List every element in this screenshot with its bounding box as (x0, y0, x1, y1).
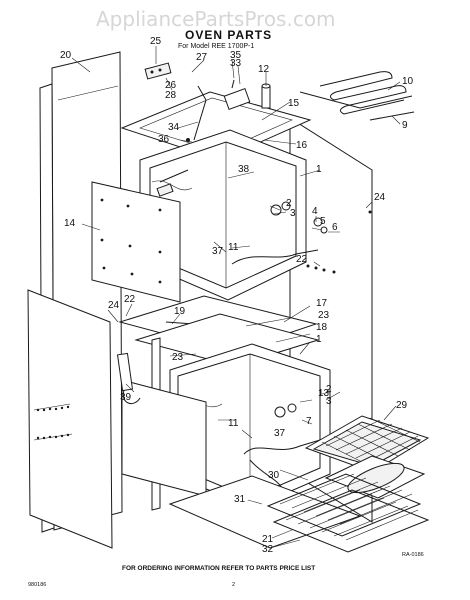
callout-32: 32 (262, 544, 274, 555)
callout-38: 38 (238, 164, 250, 175)
callout-20: 20 (60, 50, 72, 61)
callout-5: 5 (320, 216, 326, 227)
callout-37: 37 (212, 246, 224, 257)
callout-25: 25 (150, 36, 162, 47)
callout-22b: 22 (124, 294, 136, 305)
watermark: AppliancePartsPros.com (96, 7, 336, 31)
callout-1: 1 (316, 164, 322, 175)
part-callouts: 20 25 27 26 28 35 33 12 15 34 36 16 10 9… (60, 36, 414, 555)
callout-3: 3 (290, 208, 296, 219)
callout-24: 24 (374, 192, 386, 203)
wire-clips-upper (306, 264, 336, 274)
callout-4: 4 (312, 206, 318, 217)
callout-13: 13 (318, 388, 330, 399)
callout-19: 19 (174, 306, 186, 317)
callout-1b: 1 (316, 334, 322, 345)
diagram-title: OVEN PARTS (185, 28, 272, 42)
callout-27: 27 (196, 52, 208, 63)
terminal-block (144, 62, 172, 80)
callout-30: 30 (268, 470, 280, 481)
callout-10: 10 (402, 76, 414, 87)
callout-33: 33 (230, 58, 242, 69)
diagram-subtitle: For Model REE 1700P-1 (178, 43, 254, 50)
callout-15: 15 (288, 98, 300, 109)
callout-23b: 23 (172, 352, 184, 363)
callout-37b: 37 (274, 428, 286, 439)
callout-18: 18 (316, 322, 328, 333)
callout-21: 21 (262, 534, 274, 545)
lower-oven-liner (169, 343, 331, 509)
callout-29: 29 (396, 400, 408, 411)
callout-2b: 2 (326, 384, 332, 395)
base-panel (168, 475, 362, 549)
callout-39: 39 (120, 392, 132, 403)
callout-34: 34 (168, 122, 180, 133)
callout-16: 16 (296, 140, 308, 151)
heat-tube (116, 352, 141, 405)
oven-rack-upper (266, 473, 422, 537)
callout-26: 26 (165, 80, 177, 91)
sensor-tube (261, 83, 271, 109)
capillary-tube (193, 85, 207, 141)
page-number: 2 (232, 582, 235, 588)
broil-pan (304, 415, 430, 499)
callout-28: 28 (165, 90, 177, 101)
callout-11b: 11 (228, 418, 239, 429)
callout-22: 22 (296, 254, 308, 265)
leader-lines (71, 46, 401, 549)
callout-17: 17 (316, 298, 328, 309)
upper-oven-wiring (231, 249, 319, 265)
callout-7: 7 (306, 416, 312, 427)
upper-heating-element (319, 71, 407, 115)
callout-9: 9 (402, 120, 408, 131)
ordering-footer: FOR ORDERING INFORMATION REFER TO PARTS … (122, 565, 315, 572)
upper-front-frame (91, 181, 181, 303)
callout-3b: 3 (326, 396, 332, 407)
callout-23: 23 (318, 310, 330, 321)
upper-oven-liner (139, 129, 328, 301)
callout-2: 2 (286, 198, 292, 209)
oven-rack-lower (272, 489, 430, 553)
callout-14: 14 (64, 218, 76, 229)
callout-24b: 24 (108, 300, 120, 311)
vent-holes (36, 405, 70, 440)
callout-12: 12 (258, 64, 270, 75)
callout-36: 36 (158, 134, 170, 145)
callout-11: 11 (228, 242, 239, 253)
corner-code: RA-0186 (402, 552, 424, 558)
lower-heating-element (299, 91, 415, 121)
callout-6: 6 (332, 222, 338, 233)
left-code: 980186 (28, 582, 46, 588)
side-panel-left-lower (27, 289, 113, 549)
callout-31: 31 (234, 494, 246, 505)
thermostat-bracket (223, 79, 251, 110)
lower-oven-wiring (243, 439, 321, 489)
callout-35: 35 (230, 50, 242, 61)
